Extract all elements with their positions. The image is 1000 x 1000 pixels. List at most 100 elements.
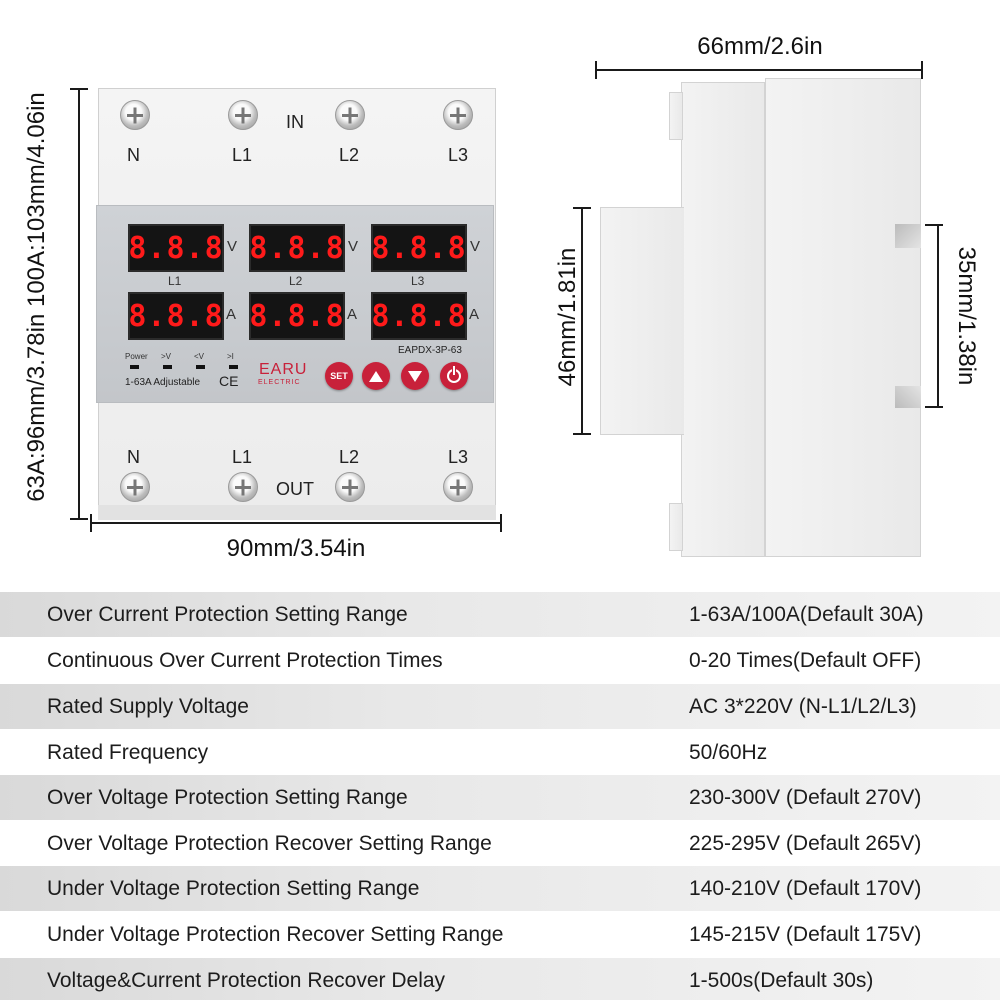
spec-value: 0-20 Times(Default OFF)	[689, 648, 922, 672]
rail-height-tick-bottom	[925, 406, 943, 408]
spec-parameter: Voltage&Current Protection Recover Delay	[47, 968, 446, 992]
screw-icon	[443, 100, 473, 130]
spec-parameter: Rated Supply Voltage	[47, 694, 249, 718]
indicator-label-power: Power	[125, 352, 148, 361]
volt-unit-label: V	[227, 238, 238, 255]
side-depth-label: 66mm/2.6in	[697, 33, 823, 60]
current-display-l1: 8.8.8	[128, 292, 224, 340]
side-bottom-tab	[669, 503, 683, 551]
voltage-display-l3: 8.8.8	[371, 224, 467, 272]
output-label: OUT	[276, 479, 314, 499]
table-row: Over Voltage Protection Setting Range 23…	[0, 775, 1000, 820]
indicator-led	[196, 365, 205, 369]
spec-value: AC 3*220V (N-L1/L2/L3)	[689, 694, 917, 718]
table-row: Over Voltage Protection Recover Setting …	[0, 821, 1000, 866]
arrow-down-icon	[408, 370, 422, 382]
terminal-label-top: L3	[448, 145, 469, 165]
table-row: Voltage&Current Protection Recover Delay…	[0, 958, 1000, 1000]
volt-unit-label: V	[470, 238, 481, 255]
screw-icon	[335, 100, 365, 130]
terminal-label-bottom: L3	[448, 447, 469, 467]
set-button[interactable]: SET	[325, 362, 353, 390]
model-label: EAPDX-3P-63	[398, 345, 462, 356]
phase-label: L2	[289, 274, 303, 288]
front-width-line	[90, 522, 502, 524]
terminal-label-bottom: L1	[232, 447, 253, 467]
phase-label: L3	[411, 274, 425, 288]
device-lower-shade	[98, 505, 496, 520]
table-row: Over Current Protection Setting Range 1-…	[0, 592, 1000, 637]
spec-parameter: Under Voltage Protection Setting Range	[47, 876, 420, 900]
down-button[interactable]	[401, 362, 429, 390]
ce-mark: CE	[219, 373, 239, 389]
table-row: Under Voltage Protection Setting Range 1…	[0, 866, 1000, 911]
screw-icon	[228, 472, 258, 502]
spec-value: 1-500s(Default 30s)	[689, 968, 874, 992]
indicator-led	[229, 365, 238, 369]
front-height-tick-bottom	[70, 518, 88, 520]
spec-value: 50/60Hz	[689, 740, 768, 764]
table-row: Rated Frequency 50/60Hz	[0, 730, 1000, 775]
voltage-display-l1: 8.8.8	[128, 224, 224, 272]
input-label: IN	[286, 112, 304, 132]
rail-height-label: 35mm/1.38in	[953, 246, 980, 386]
side-front-section	[765, 78, 921, 557]
side-depth-tick-right	[921, 61, 923, 79]
rail-height-line	[937, 224, 939, 408]
terminal-label-bottom: L2	[339, 447, 360, 467]
brand-logo: EARU	[259, 361, 308, 378]
spec-parameter: Continuous Over Current Protection Times	[47, 648, 443, 672]
screw-icon	[443, 472, 473, 502]
brand-subtitle: ELECTRIC	[258, 379, 301, 386]
indicator-led	[163, 365, 172, 369]
amp-unit-label: A	[469, 306, 480, 323]
side-height-tick-bottom	[573, 433, 591, 435]
spec-parameter: Over Voltage Protection Recover Setting …	[47, 831, 492, 855]
rail-clip-bottom	[895, 386, 921, 408]
current-display-l3: 8.8.8	[371, 292, 467, 340]
table-row: Continuous Over Current Protection Times…	[0, 638, 1000, 683]
side-rear-section	[681, 82, 765, 557]
spec-value: 230-300V (Default 270V)	[689, 785, 922, 809]
up-button[interactable]	[362, 362, 390, 390]
spec-parameter: Over Voltage Protection Setting Range	[47, 785, 408, 809]
front-height-tick-top	[70, 88, 88, 90]
rail-clip-top	[895, 224, 921, 248]
side-depth-tick-left	[595, 61, 597, 79]
front-width-tick-left	[90, 514, 92, 532]
spec-parameter: Under Voltage Protection Recover Setting…	[47, 922, 504, 946]
front-height-line	[78, 88, 80, 520]
arrow-up-icon	[369, 370, 383, 382]
amp-unit-label: A	[347, 306, 358, 323]
table-row: Under Voltage Protection Recover Setting…	[0, 912, 1000, 957]
power-button[interactable]	[440, 362, 468, 390]
terminal-label-top: L2	[339, 145, 360, 165]
indicator-label-over-current: >I	[227, 352, 234, 361]
spec-value: 225-295V (Default 265V)	[689, 831, 922, 855]
rating-label: 1-63A Adjustable	[125, 377, 201, 388]
current-display-l2: 8.8.8	[249, 292, 345, 340]
power-icon	[447, 366, 461, 383]
side-depth-line	[595, 69, 923, 71]
volt-unit-label: V	[348, 238, 359, 255]
voltage-display-l2: 8.8.8	[249, 224, 345, 272]
rail-height-tick-top	[925, 224, 943, 226]
spec-value: 140-210V (Default 170V)	[689, 876, 922, 900]
front-width-tick-right	[500, 514, 502, 532]
indicator-label-over-voltage: >V	[161, 352, 172, 361]
amp-unit-label: A	[226, 306, 237, 323]
phase-label: L1	[168, 274, 182, 288]
dimension-drawing: 63A:96mm/3.78in 100A:103mm/4.06in 90mm/3…	[0, 0, 1000, 590]
screw-icon	[120, 472, 150, 502]
screw-icon	[335, 472, 365, 502]
side-height-tick-top	[573, 207, 591, 209]
side-height-label: 46mm/1.81in	[554, 247, 581, 387]
indicator-led	[130, 365, 139, 369]
side-height-line	[581, 207, 583, 435]
front-height-label: 63A:96mm/3.78in 100A:103mm/4.06in	[23, 92, 50, 502]
side-front-protrusion	[600, 207, 684, 435]
spec-value: 1-63A/100A(Default 30A)	[689, 602, 924, 626]
terminal-label-top: N	[127, 145, 140, 165]
side-top-tab	[669, 92, 683, 140]
spec-parameter: Over Current Protection Setting Range	[47, 602, 408, 626]
